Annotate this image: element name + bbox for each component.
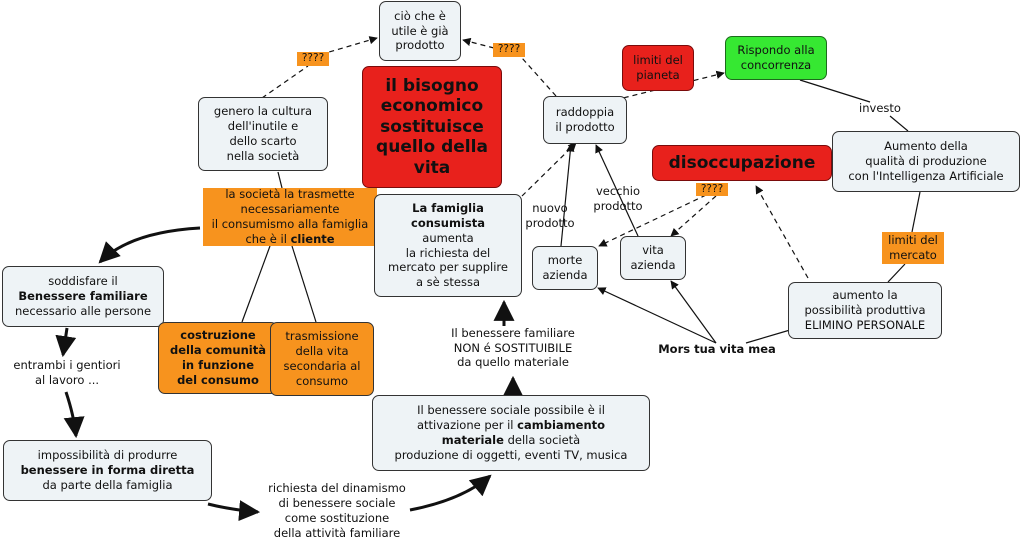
- link-societa-costruzione: [241, 245, 271, 323]
- link-limiti-aumentopos: [887, 263, 906, 283]
- link-aumento-disoccupazione: [755, 185, 809, 279]
- label-benessere-non-sostituibile: Il benessere familiare NON é SOSTITUIBIL…: [451, 325, 575, 370]
- link-genero-tag1: [261, 65, 309, 99]
- soddisfare-text-b: necessario alle persone: [14, 303, 152, 318]
- node-aumento-possibilita: aumento la possibilità produttiva ELIMIN…: [788, 282, 942, 339]
- link-aumentopos-mors: [745, 329, 791, 344]
- soddisfare-bold: Benessere familiare: [18, 289, 148, 304]
- link-tag2-cio: [462, 37, 495, 49]
- label-richiesta-dinamismo: richiesta del dinamismo di benessere soc…: [268, 481, 406, 540]
- node-benessere-sociale: Il benessere sociale possibile è il atti…: [372, 395, 650, 471]
- link-soddisfare-entrambi: [55, 327, 77, 358]
- node-limiti-mercato: limiti del mercato: [882, 232, 944, 264]
- link-investo-aumento: [889, 115, 909, 132]
- node-impossibilita: impossibilità di produrre benessere in f…: [3, 440, 212, 501]
- link-rispondo-investo: [799, 79, 871, 103]
- soddisfare-text-a: soddisfare il: [48, 274, 118, 289]
- impossibilita-bold: benessere in forma diretta: [20, 463, 195, 478]
- node-cio-utile: ciò che è utile è già prodotto: [379, 1, 461, 61]
- link-aumento-limiti: [911, 191, 921, 233]
- node-rispondo-concorrenza: Rispondo alla concorrenza: [725, 36, 827, 80]
- node-genero-cultura: genero la cultura dell'inutile e dello s…: [198, 97, 328, 171]
- link-societa-soddisfare: [98, 226, 201, 264]
- benessere-sociale-text-b: della società produzione di oggetti, eve…: [394, 433, 628, 462]
- link-mors-vita: [670, 280, 717, 344]
- impossibilita-text-b: da parte della famiglia: [42, 477, 173, 492]
- benessere-sociale-text-a: Il benessere sociale possibile è il atti…: [416, 403, 605, 433]
- link-genero-societa: [277, 171, 283, 189]
- label-mors-tua: Mors tua vita mea: [658, 341, 776, 356]
- node-disoccupazione: disoccupazione: [652, 145, 832, 181]
- link-tag3-vita: [670, 195, 717, 237]
- label-nuovo-prodotto: nuovo prodotto: [525, 201, 575, 230]
- tag-question-3: ????: [696, 183, 728, 196]
- tag-question-2: ????: [493, 43, 525, 57]
- node-raddoppia-prodotto: raddoppia il prodotto: [543, 96, 627, 144]
- node-bisogno-economico: il bisogno economico sostituisce quello …: [362, 66, 502, 188]
- label-vecchio-prodotto: vecchio prodotto: [593, 184, 643, 213]
- node-limiti-pianeta: limiti del pianeta: [622, 45, 694, 91]
- node-trasmissione-vita: trasmissione della vita secondaria al co…: [270, 322, 374, 396]
- node-vita-azienda: vita azienda: [620, 236, 686, 280]
- node-morte-azienda: morte azienda: [532, 246, 598, 290]
- famiglia-consumista-title: La famiglia consumista: [411, 200, 485, 230]
- link-tag3-morte: [598, 194, 707, 247]
- benessere-sociale-bold: cambiamento materiale: [441, 418, 606, 447]
- link-raddoppia-tag2: [521, 57, 557, 97]
- link-impossibilita-richiesta: [207, 500, 261, 522]
- node-aumento-qualita: Aumento della qualità di produzione con …: [832, 131, 1020, 192]
- famiglia-consumista-text: aumenta la richiesta del mercato per sup…: [388, 230, 508, 290]
- societa-trasmette-cliente: cliente: [290, 231, 335, 246]
- impossibilita-text-a: impossibilità di produrre: [37, 448, 178, 463]
- link-societa-trasmissione: [291, 245, 317, 323]
- link-vita-raddoppia: [595, 144, 639, 237]
- label-investo: investo: [859, 100, 901, 115]
- societa-trasmette-text: la società la trasmette necessariamente …: [211, 187, 369, 246]
- link-mors-morte: [597, 287, 717, 344]
- label-entrambi-genitori: entrambi i gentiori al lavoro ...: [13, 358, 121, 387]
- node-societa-trasmette: la società la trasmette necessariamente …: [203, 187, 377, 246]
- node-costruzione-comunita: costruzione della comunità in funzione d…: [158, 322, 278, 394]
- link-richiesta-benessere: [409, 474, 492, 512]
- link-morte-raddoppia: [560, 143, 575, 247]
- tag-question-1: ????: [297, 52, 329, 66]
- node-famiglia-consumista: La famiglia consumista aumenta la richie…: [374, 194, 522, 297]
- link-entrambi-impossibilita: [63, 391, 85, 439]
- node-soddisfare-benessere: soddisfare il Benessere familiare necess…: [2, 266, 164, 327]
